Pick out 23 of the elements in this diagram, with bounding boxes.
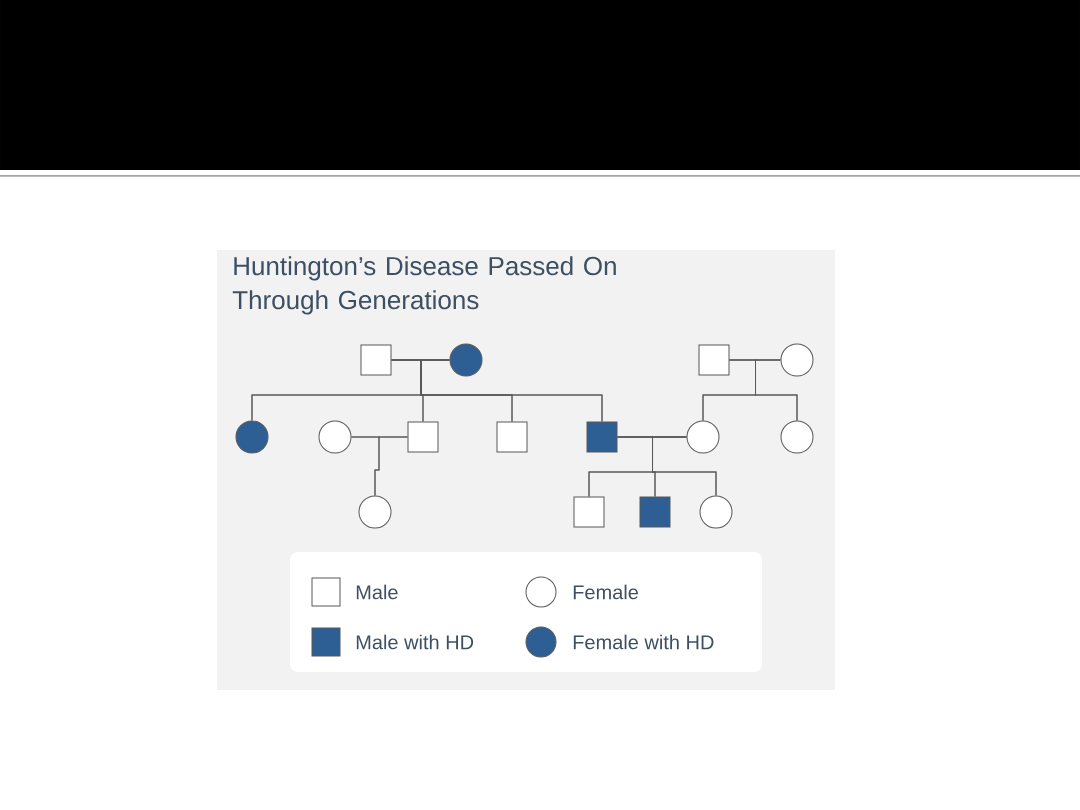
affected-male-square (586, 421, 618, 453)
female-circle (318, 420, 352, 454)
female-circle (686, 420, 720, 454)
affected-female-circle (449, 343, 483, 377)
descent-line (374, 436, 408, 496)
affected-female-circle (235, 420, 269, 454)
female-circle (358, 495, 392, 529)
male-square (407, 421, 439, 453)
female-circle (699, 495, 733, 529)
legend-label: Male with HD (356, 634, 474, 650)
title: Huntington’s Disease Passed On Through Generations (232, 256, 616, 315)
male-square (573, 496, 605, 528)
affected-male-square (639, 496, 671, 528)
female-circle (780, 420, 814, 454)
legend-label: Female (573, 584, 638, 600)
legend-label: Female with HD (573, 634, 714, 650)
male-square (360, 344, 392, 376)
female-circle (780, 343, 814, 377)
male-square (698, 344, 730, 376)
male-square (496, 421, 528, 453)
descent-line (652, 436, 717, 496)
legend-label: Male (356, 584, 398, 600)
descent-line (755, 359, 798, 421)
